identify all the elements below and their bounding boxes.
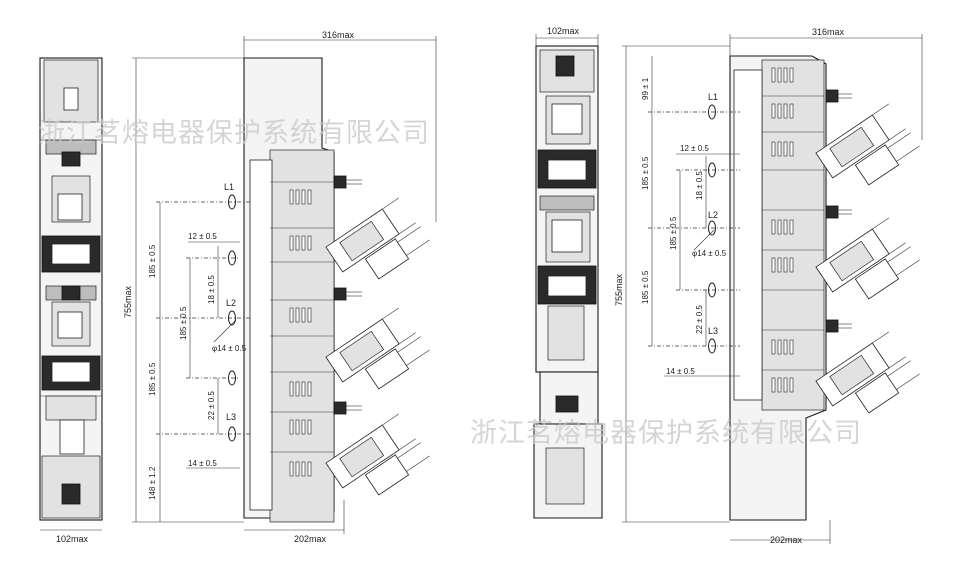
right-hole-dia: φ14 ± 0.5 — [692, 249, 727, 258]
right-top-side: 316max — [812, 27, 845, 37]
right-offset-18: 18 ± 0.5 — [695, 171, 704, 200]
left-hole-l3 — [228, 426, 236, 442]
left-pitch-1: 185 ± 0.5 — [148, 244, 157, 278]
right-fuse-handle-mid — [815, 217, 920, 300]
right-bottom-width: 202max — [770, 535, 803, 545]
right-offset-12: 12 ± 0.5 — [680, 144, 709, 153]
right-fuse-handle-bottom — [815, 331, 920, 414]
left-dimensions: 316max 755max 102max 202max 185 ± 0.5 18… — [40, 30, 437, 544]
left-hole-l1 — [228, 194, 236, 210]
left-fuse-handle-top — [325, 197, 430, 280]
right-pitch-2: 185 ± 0.5 — [641, 270, 650, 304]
right-pitch-1: 185 ± 0.5 — [641, 156, 650, 190]
right-label-l1: L1 — [708, 92, 718, 102]
watermark-left: 浙江茗熔电器保护系统有限公司 — [38, 118, 430, 149]
left-pitch-3: 185 ± 0.5 — [148, 362, 157, 396]
left-front-view — [39, 57, 103, 521]
left-hole-dia: φ14 ± 0.5 — [212, 344, 247, 353]
right-hole-l2 — [708, 220, 716, 236]
right-label-l2: L2 — [708, 210, 718, 220]
right-hole-b — [708, 282, 716, 298]
right-hole-l1 — [708, 104, 716, 120]
left-pitch-bottom: 148 ± 1.2 — [148, 466, 157, 500]
left-offset-14: 14 ± 0.5 — [188, 459, 217, 468]
right-hole-l3 — [708, 338, 716, 354]
left-offset-22: 22 ± 0.5 — [207, 391, 216, 420]
left-bottom-side: 202max — [294, 534, 327, 544]
left-bottom-front: 102max — [56, 534, 89, 544]
left-label-l2: L2 — [226, 298, 236, 308]
right-height: 755max — [614, 273, 624, 306]
left-offset-18: 18 ± 0.5 — [207, 275, 216, 304]
right-offset-22: 22 ± 0.5 — [695, 305, 704, 334]
right-dimensions: 102max 316max 755max 202max 99 ± 1 185 ±… — [535, 26, 923, 545]
left-fuse-handle-bottom — [325, 413, 430, 496]
left-label-l1: L1 — [224, 182, 234, 192]
left-hole-a — [228, 250, 236, 266]
right-label-l3: L3 — [708, 326, 718, 336]
left-label-l3: L3 — [226, 412, 236, 422]
right-hole-a — [708, 162, 716, 178]
left-offset-12: 12 ± 0.5 — [188, 232, 217, 241]
right-offset-14: 14 ± 0.5 — [666, 367, 695, 376]
right-side-view — [729, 55, 920, 521]
watermark-right: 浙江茗熔电器保护系统有限公司 — [470, 418, 862, 449]
left-pitch-2: 185 ± 0.5 — [179, 306, 188, 340]
left-side-view — [243, 57, 430, 523]
left-height: 755max — [123, 285, 133, 318]
right-fuse-handle-top — [815, 103, 920, 186]
left-fuse-handle-mid — [325, 307, 430, 390]
left-hole-b — [228, 370, 236, 386]
right-pitch-inner: 185 ± 0.5 — [669, 216, 678, 250]
right-front-view — [533, 45, 603, 519]
left-top-width: 316max — [322, 30, 355, 40]
right-top-offset: 99 ± 1 — [641, 77, 650, 100]
left-hole-l2 — [228, 310, 236, 326]
right-top-front: 102max — [547, 26, 580, 36]
